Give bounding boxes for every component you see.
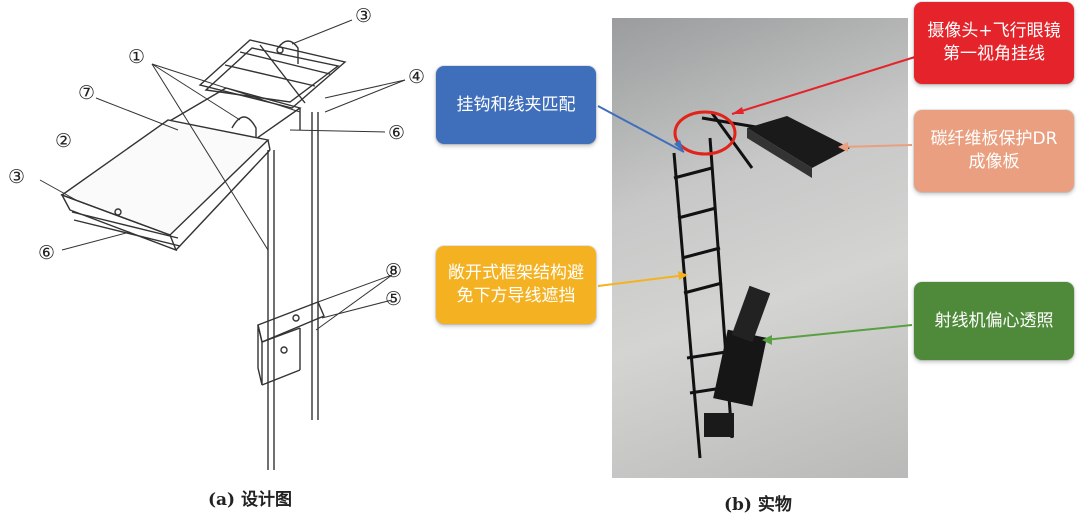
frame-arrow xyxy=(597,274,687,287)
callout-camera: 摄像头+飞行眼镜 第一视角挂线 xyxy=(914,2,1074,84)
part-label-5: ⑤ xyxy=(385,288,403,310)
camera-arrow xyxy=(731,56,916,115)
callout-xray: 射线机偏心透照 xyxy=(914,282,1074,360)
part-label-3-left: ③ xyxy=(8,166,26,188)
hook-arrow xyxy=(597,105,685,153)
part-label-3-top: ③ xyxy=(355,5,373,27)
board-arrow xyxy=(839,144,913,148)
part-label-7: ⑦ xyxy=(78,82,96,104)
part-label-1: ① xyxy=(128,46,146,68)
callout-board: 碳纤维板保护DR 成像板 xyxy=(914,110,1074,192)
part-label-2: ② xyxy=(55,130,73,152)
part-label-8: ⑧ xyxy=(385,260,403,282)
callout-frame: 敞开式框架结构避 免下方导线遮挡 xyxy=(436,246,596,324)
caption-b: (b) 实物 xyxy=(724,495,792,515)
part-label-4: ④ xyxy=(408,66,426,88)
xray-arrow xyxy=(763,324,913,341)
photo-real-device xyxy=(612,18,908,478)
caption-a: (a) 设计图 xyxy=(208,490,293,510)
device-silhouette xyxy=(672,112,850,459)
callout-hook: 挂钩和线夹匹配 xyxy=(436,66,596,144)
part-label-6-right: ⑥ xyxy=(388,122,406,144)
camera-highlight-ring xyxy=(673,110,737,156)
part-label-6-left: ⑥ xyxy=(38,242,56,264)
